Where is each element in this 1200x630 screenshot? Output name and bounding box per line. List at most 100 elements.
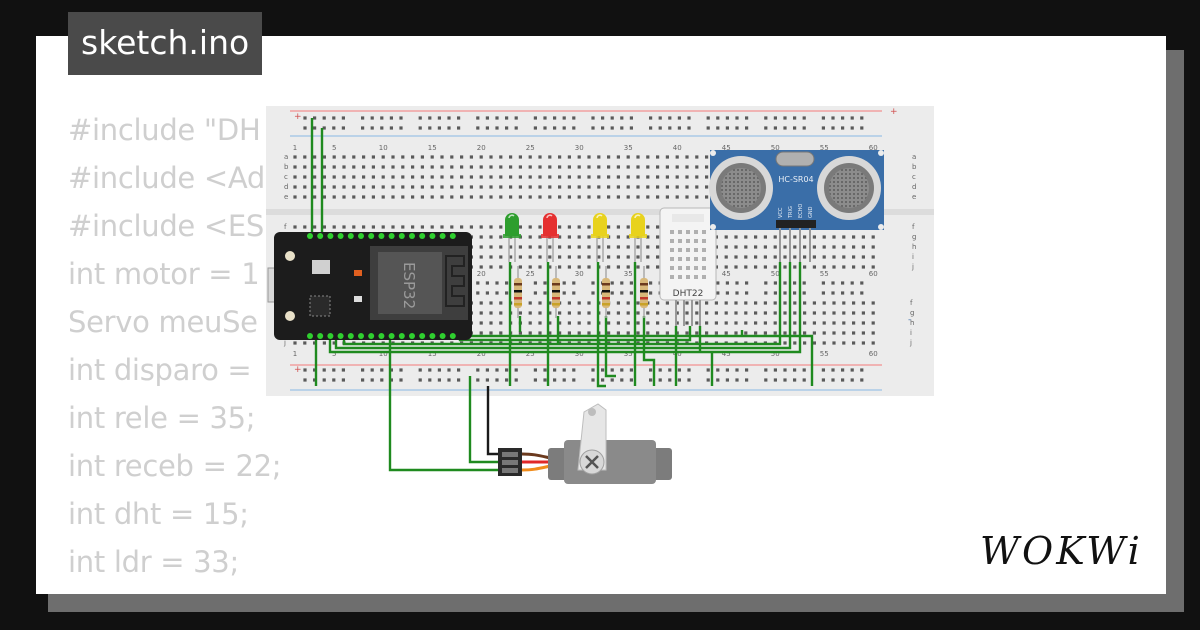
column-number: 50 — [771, 270, 780, 278]
resistor — [514, 266, 522, 318]
row-letter: c — [284, 173, 288, 181]
column-number: 55 — [820, 144, 829, 152]
header-pin — [317, 333, 324, 339]
column-number: 10 — [379, 350, 388, 358]
resistor — [552, 266, 560, 318]
row-letter: g — [912, 233, 916, 241]
header-pin — [449, 333, 456, 339]
resistors — [514, 266, 648, 318]
header-pin — [327, 333, 334, 339]
header-pin — [378, 233, 385, 239]
code-line: #include <ESI — [68, 209, 273, 243]
pin-label: ECHO — [798, 204, 804, 218]
column-number: 35 — [624, 270, 633, 278]
rail-plus-label: + — [294, 365, 302, 375]
row-letter: d — [912, 183, 916, 191]
row-letter: h — [910, 319, 914, 327]
column-number: 25 — [526, 270, 535, 278]
dht22-sensor: DHT22 — [659, 207, 717, 326]
column-number: 20 — [477, 270, 486, 278]
row-letter: a — [912, 153, 916, 161]
row-letter: j — [911, 263, 914, 271]
led — [591, 213, 609, 262]
header-pin — [358, 233, 364, 239]
pin-label: TRIG — [788, 206, 794, 219]
header-pin — [409, 233, 415, 239]
sketch-filename-tab[interactable]: sketch.ino — [68, 12, 263, 75]
row-letter: j — [283, 339, 286, 347]
servo-ground-wire — [486, 386, 502, 456]
header-pin — [347, 233, 354, 239]
column-number: 35 — [624, 144, 633, 152]
column-number: 25 — [526, 144, 535, 152]
column-number: 15 — [428, 350, 437, 358]
header-pin — [388, 333, 395, 339]
column-number: 60 — [869, 270, 878, 278]
column-number: 5 — [332, 144, 336, 152]
column-number: 1 — [293, 350, 297, 358]
header-pin — [388, 233, 395, 239]
rail-plus-label: + — [294, 112, 302, 122]
header-pin — [307, 333, 313, 339]
esp32-pins — [307, 233, 456, 339]
dht22-label: DHT22 — [673, 289, 704, 299]
row-letter: i — [910, 329, 912, 337]
row-letter: j — [909, 339, 912, 347]
code-line: #include "DH — [68, 113, 261, 147]
header-pin — [307, 233, 313, 239]
column-number: 30 — [575, 144, 584, 152]
leds — [503, 213, 647, 262]
column-number: 45 — [722, 144, 731, 152]
code-line: int dht = 15; — [68, 497, 249, 531]
code-line: Servo meuSe — [68, 305, 258, 339]
header-pin — [439, 233, 446, 239]
esp32-board: ESP32 — [267, 232, 472, 340]
row-letter: e — [912, 193, 916, 201]
column-number: 30 — [575, 270, 584, 278]
code-line: int rele = 35; — [68, 401, 256, 435]
header-pin — [347, 333, 354, 339]
header-pin — [398, 333, 405, 339]
code-line: int disparo = — [68, 353, 252, 387]
row-letter: d — [284, 183, 288, 191]
hc-sr04-label: HC-SR04 — [778, 175, 813, 184]
header-pin — [327, 233, 334, 239]
column-number: 60 — [869, 144, 878, 152]
row-letter: f — [910, 299, 913, 307]
wokwi-logo-text: WOKWi — [980, 529, 1143, 573]
code-line: int receb = 22; — [68, 449, 282, 483]
header-pin — [419, 233, 426, 239]
column-number: 10 — [379, 144, 388, 152]
column-number: 1 — [293, 144, 297, 152]
header-pin — [449, 233, 456, 239]
column-number: 55 — [820, 270, 829, 278]
code-background: #include "DH #include <Ad #include <ESI … — [68, 106, 1021, 594]
column-number: 25 — [526, 350, 535, 358]
header-pin — [337, 233, 344, 239]
code-line: int motor = 1 — [68, 257, 260, 291]
header-pin — [368, 333, 375, 339]
resistor — [602, 266, 610, 318]
wokwi-logo[interactable]: WOKWi — [978, 526, 1150, 574]
pin-label: VCC — [778, 207, 784, 218]
header-pin — [429, 233, 436, 239]
column-number: 20 — [477, 144, 486, 152]
code-line: #include <Ad — [68, 161, 266, 195]
esp32-label: ESP32 — [400, 262, 418, 309]
row-letter: a — [284, 153, 288, 161]
column-number: 45 — [722, 350, 731, 358]
row-letter: g — [910, 309, 914, 317]
column-number: 60 — [869, 350, 878, 358]
pin-label: GND — [808, 206, 814, 218]
column-number: 30 — [575, 350, 584, 358]
row-letter: h — [912, 243, 916, 251]
led — [629, 213, 647, 262]
header-pin — [429, 333, 436, 339]
column-number: 55 — [820, 350, 829, 358]
column-number: 35 — [624, 350, 633, 358]
column-number: 15 — [428, 144, 437, 152]
column-number: 40 — [673, 144, 682, 152]
column-number: 50 — [771, 350, 780, 358]
header-pin — [337, 333, 344, 339]
